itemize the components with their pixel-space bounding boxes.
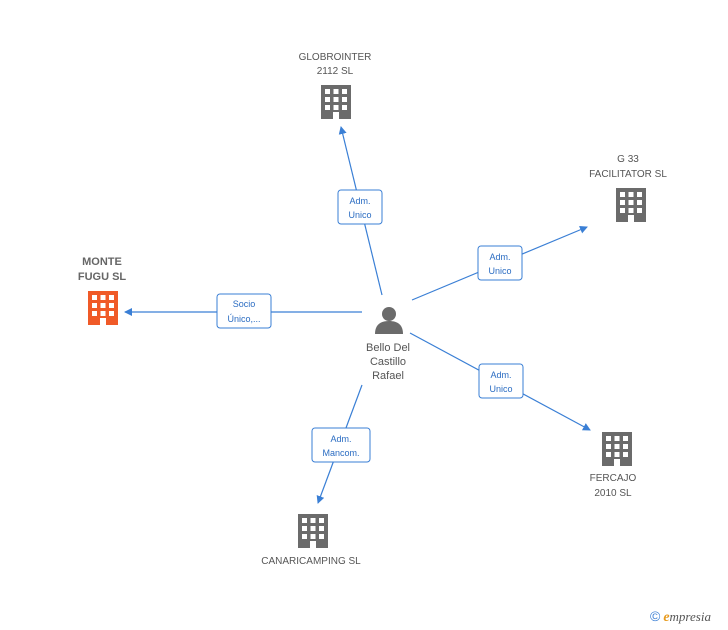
company-montefugu-line-2: FUGU SL — [78, 271, 127, 283]
relation-montefugu-line-1: Socio — [233, 299, 256, 309]
relation-globrointer[interactable]: Adm. Unico — [337, 189, 383, 225]
relation-globrointer-line-2: Unico — [348, 210, 371, 220]
building-icon — [616, 188, 646, 222]
relation-canaricamping-line-1: Adm. — [330, 434, 351, 444]
company-g33-line-2: FACILITATOR SL — [589, 169, 667, 180]
relation-g33-line-2: Unico — [488, 266, 511, 276]
company-canaricamping-line-1: CANARICAMPING SL — [261, 556, 361, 567]
company-montefugu-line-1: MONTE — [82, 256, 122, 268]
copyright-symbol: © — [650, 608, 661, 624]
relation-g33[interactable]: Adm. Unico — [477, 245, 523, 281]
relation-fercajo-line-2: Unico — [489, 384, 512, 394]
person-name-line-3: Rafael — [372, 370, 404, 382]
relation-canaricamping-line-2: Mancom. — [322, 448, 359, 458]
building-icon — [602, 432, 632, 466]
company-canaricamping[interactable]: CANARICAMPING SL — [261, 514, 361, 567]
relation-montefugu-line-2: Único,... — [227, 314, 260, 324]
company-globrointer-line-2: 2112 SL — [317, 66, 354, 77]
person-icon — [375, 307, 403, 334]
relation-canaricamping[interactable]: Adm. Mancom. — [311, 427, 371, 463]
company-montefugu[interactable]: MONTE FUGU SL — [78, 256, 127, 325]
building-icon — [298, 514, 328, 548]
company-g33[interactable]: G 33 FACILITATOR SL — [589, 154, 667, 222]
company-fercajo[interactable]: FERCAJO 2010 SL — [590, 432, 637, 499]
person-node[interactable]: Bello Del Castillo Rafael — [366, 307, 410, 382]
company-fercajo-line-2: 2010 SL — [594, 488, 632, 499]
relation-montefugu[interactable]: Socio Único,... — [216, 293, 272, 329]
relation-globrointer-line-1: Adm. — [349, 196, 370, 206]
person-name-line-2: Castillo — [370, 356, 406, 368]
person-name-line-1: Bello Del — [366, 342, 410, 354]
company-g33-line-1: G 33 — [617, 154, 639, 165]
empresia-brand[interactable]: ©empresia — [650, 608, 711, 626]
company-fercajo-line-1: FERCAJO — [590, 473, 637, 484]
building-icon — [321, 85, 351, 119]
relation-g33-line-1: Adm. — [489, 252, 510, 262]
company-globrointer-line-1: GLOBROINTER — [299, 52, 372, 63]
relation-fercajo[interactable]: Adm. Unico — [478, 363, 524, 399]
brand-e: e — [663, 610, 670, 625]
relation-fercajo-line-1: Adm. — [490, 370, 511, 380]
building-icon — [88, 291, 118, 325]
brand-name: mpresia — [669, 609, 711, 624]
company-globrointer[interactable]: GLOBROINTER 2112 SL — [299, 52, 372, 119]
